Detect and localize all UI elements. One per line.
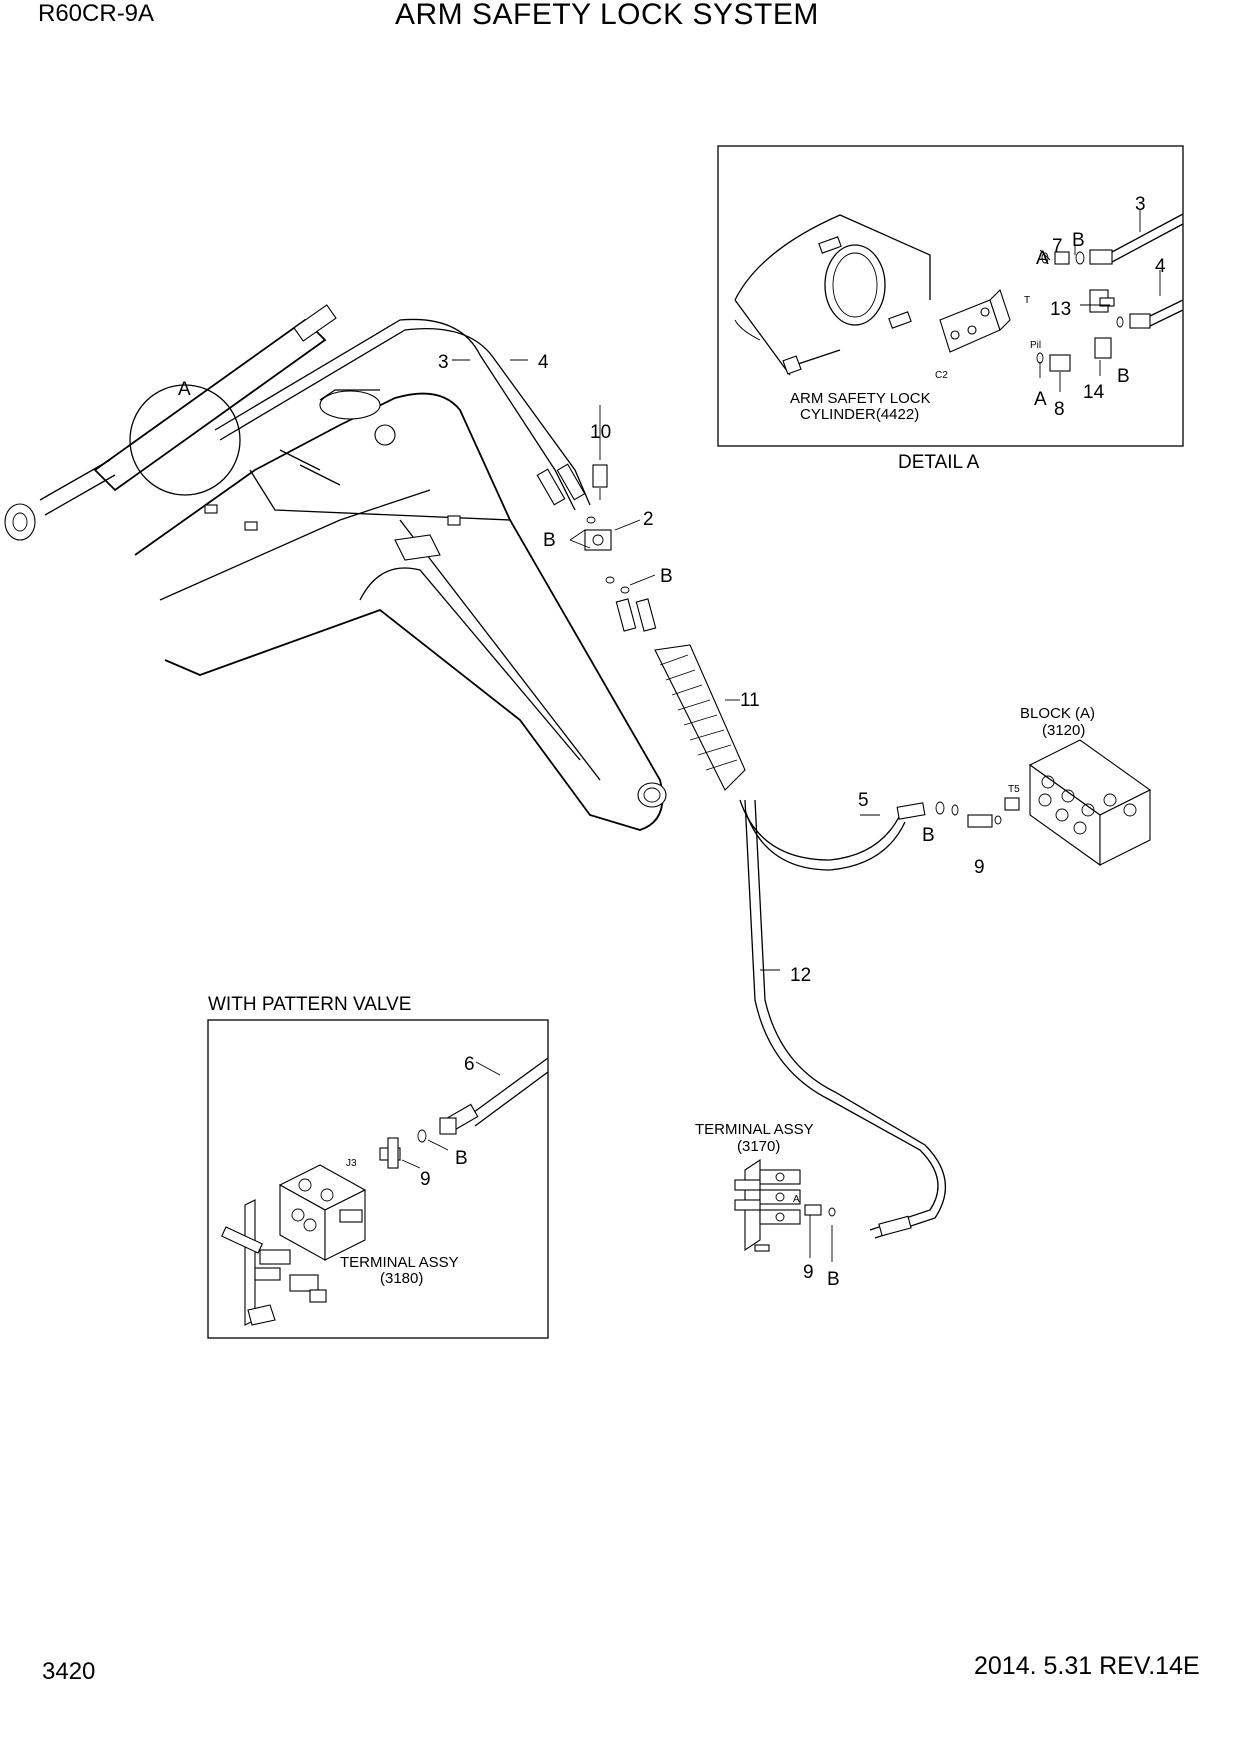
callout-b-terminal: B <box>827 1269 840 1290</box>
detail-marker-a: A <box>178 379 191 400</box>
terminal-3170-port-a: A <box>793 1194 800 1205</box>
detail-a-callout-8: 8 <box>1054 399 1065 420</box>
callout-12: 12 <box>790 965 811 986</box>
block-a-label-2: (3120) <box>1042 722 1085 739</box>
pattern-callout-6: 6 <box>464 1054 475 1075</box>
terminal-assy-3170 <box>734 1158 836 1262</box>
pattern-callout-9: 9 <box>420 1169 431 1190</box>
callout-4: 4 <box>538 352 549 373</box>
terminal-3170-label-1: TERMINAL ASSY <box>695 1121 814 1138</box>
pattern-port-j3: J3 <box>346 1158 357 1169</box>
detail-a-cylinder-label-2: CYLINDER(4422) <box>800 406 919 423</box>
detail-a-port-pil: Pil <box>1030 340 1041 351</box>
detail-a-port-t: T <box>1024 295 1030 306</box>
page-number: 3420 <box>42 1658 96 1685</box>
callout-9-block: 9 <box>974 857 985 878</box>
pattern-valve-caption: WITH PATTERN VALVE <box>208 994 411 1015</box>
detail-a-callout-4: 4 <box>1155 256 1166 277</box>
page-title: ARM SAFETY LOCK SYSTEM <box>395 0 819 31</box>
callout-b-block: B <box>922 825 935 846</box>
detail-a-callout-13: 13 <box>1050 299 1071 320</box>
callout-5: 5 <box>858 790 869 811</box>
callout-2: 2 <box>643 509 654 530</box>
terminal-3180-label-2: (3180) <box>380 1270 423 1287</box>
callout-b-clamp-bottom: B <box>660 566 673 587</box>
detail-a-port-c2: C2 <box>935 370 948 381</box>
hose-bundle <box>615 598 1020 1239</box>
callout-3: 3 <box>438 352 449 373</box>
detail-a-caption: DETAIL A <box>898 452 980 473</box>
detail-a-callout-3: 3 <box>1135 194 1146 215</box>
block-a-port-t5: T5 <box>1008 784 1020 795</box>
callout-10: 10 <box>590 422 611 443</box>
callout-11: 11 <box>740 690 760 711</box>
pattern-callout-b: B <box>455 1148 468 1169</box>
clamp-fittings <box>569 405 656 594</box>
detail-a-callout-7: 7 <box>1052 236 1063 257</box>
detail-a-callout-b-top: B <box>1072 230 1085 251</box>
model-number: R60CR-9A <box>38 0 155 27</box>
detail-a-callout-b-bottom: B <box>1117 366 1130 387</box>
callout-9-terminal: 9 <box>803 1262 814 1283</box>
arm-assembly <box>4 304 667 831</box>
revision-date: 2014. 5.31 REV.14E <box>974 1652 1200 1680</box>
pattern-valve-panel <box>207 1019 549 1339</box>
terminal-3170-label-2: (3170) <box>737 1138 780 1155</box>
detail-a-callout-14: 14 <box>1083 382 1105 403</box>
hoses-3-4 <box>214 318 591 511</box>
detail-a-callout-a-bottom: A <box>1034 389 1047 410</box>
detail-a-panel <box>717 145 1184 447</box>
terminal-3180-label-1: TERMINAL ASSY <box>340 1254 459 1271</box>
callout-b-clamp-top: B <box>543 530 556 551</box>
detail-a-callout-a-top: A <box>1036 248 1049 269</box>
detail-a-cylinder-label-1: ARM SAFETY LOCK <box>790 390 931 407</box>
block-a-label-1: BLOCK (A) <box>1020 705 1095 722</box>
block-a <box>1028 739 1152 867</box>
